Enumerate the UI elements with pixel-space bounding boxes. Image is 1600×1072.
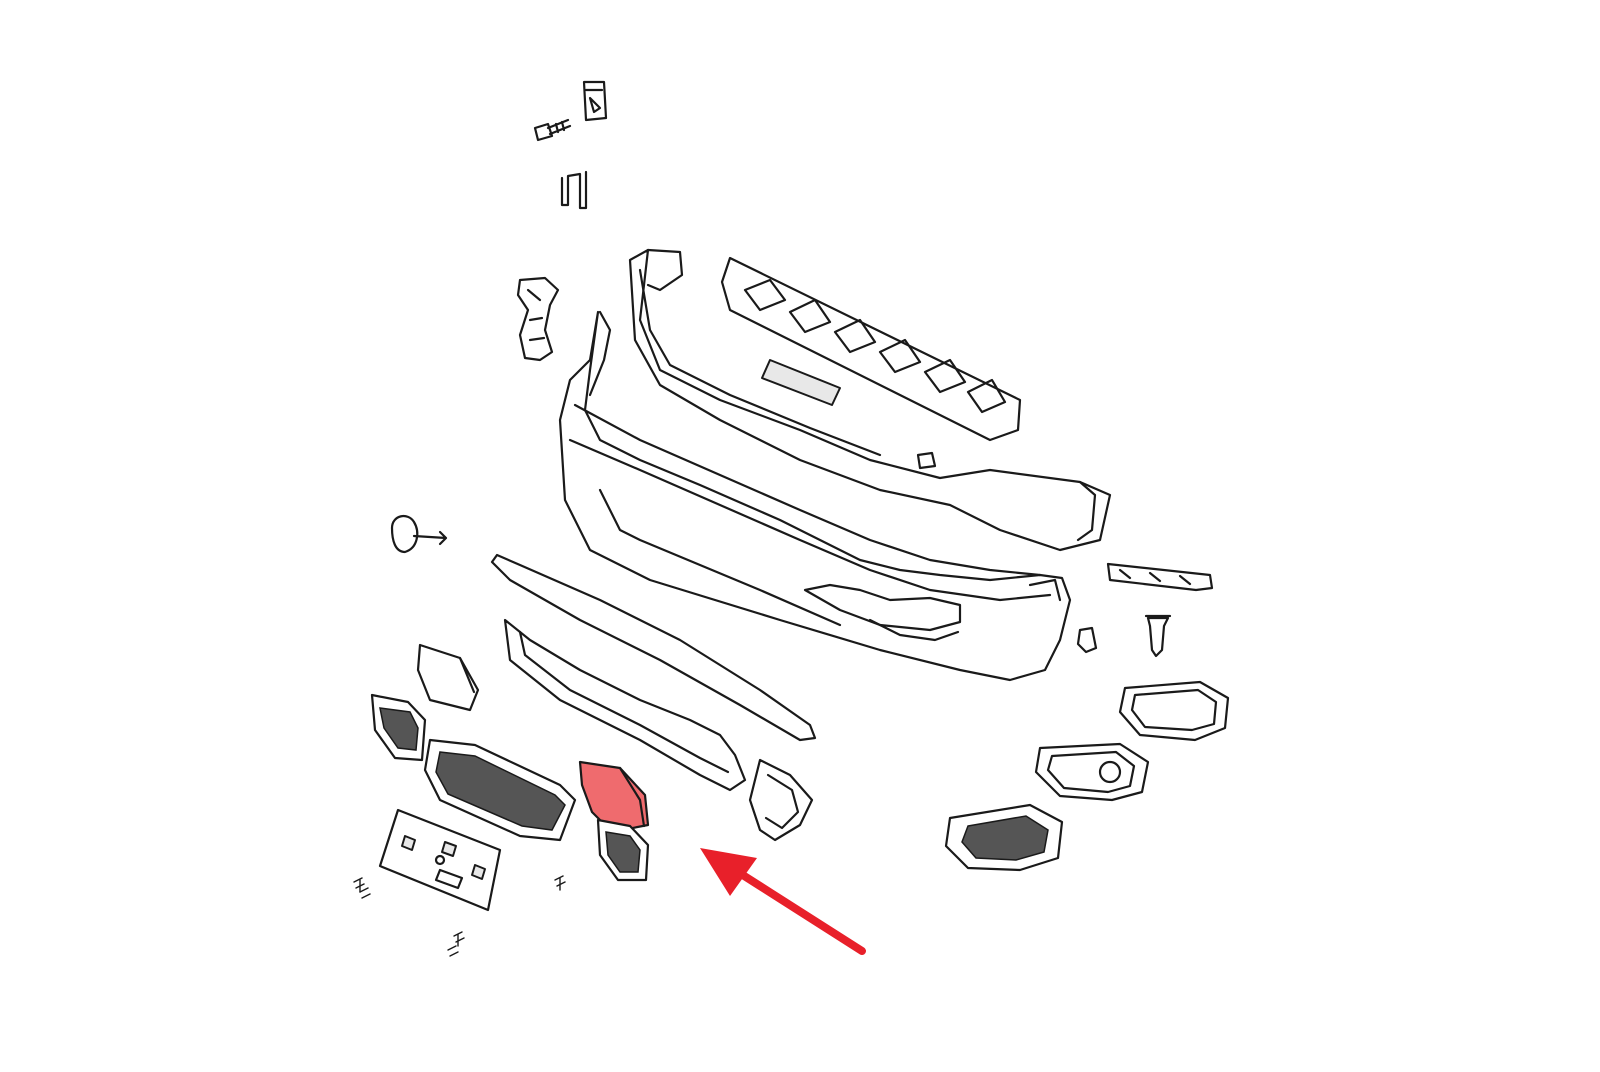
upper-fascia-reinforcement <box>628 248 1112 552</box>
fog-lamp-bezel-inner <box>1034 742 1150 802</box>
right-bracket <box>1106 562 1214 592</box>
tow-hook-cover-left <box>390 514 448 554</box>
lower-grille-surround <box>503 618 747 792</box>
lower-grille <box>423 738 577 842</box>
screws <box>353 875 566 957</box>
side-grille-right <box>596 818 650 882</box>
tow-hook-cover-highlighted <box>578 760 650 834</box>
fog-lamp-bezel-outer <box>1118 680 1230 742</box>
fog-lamp-bracket <box>748 758 814 842</box>
u-clip <box>560 170 588 210</box>
bolt <box>533 118 572 142</box>
tow-hook-cover-upper <box>416 643 480 712</box>
side-grille-left <box>370 693 427 762</box>
highlight-arrow <box>700 848 866 955</box>
energy-absorber <box>720 256 1022 442</box>
side-grille-right-outer <box>944 803 1064 872</box>
left-bracket <box>516 276 560 362</box>
bumper-fascia <box>558 310 1072 682</box>
license-plate-bracket <box>378 808 502 912</box>
retainer-clip <box>1076 626 1098 654</box>
push-pin-clip <box>1144 614 1172 658</box>
center-bracket <box>916 451 937 470</box>
lower-trim-strip <box>490 553 817 742</box>
clip-nut <box>582 80 608 122</box>
